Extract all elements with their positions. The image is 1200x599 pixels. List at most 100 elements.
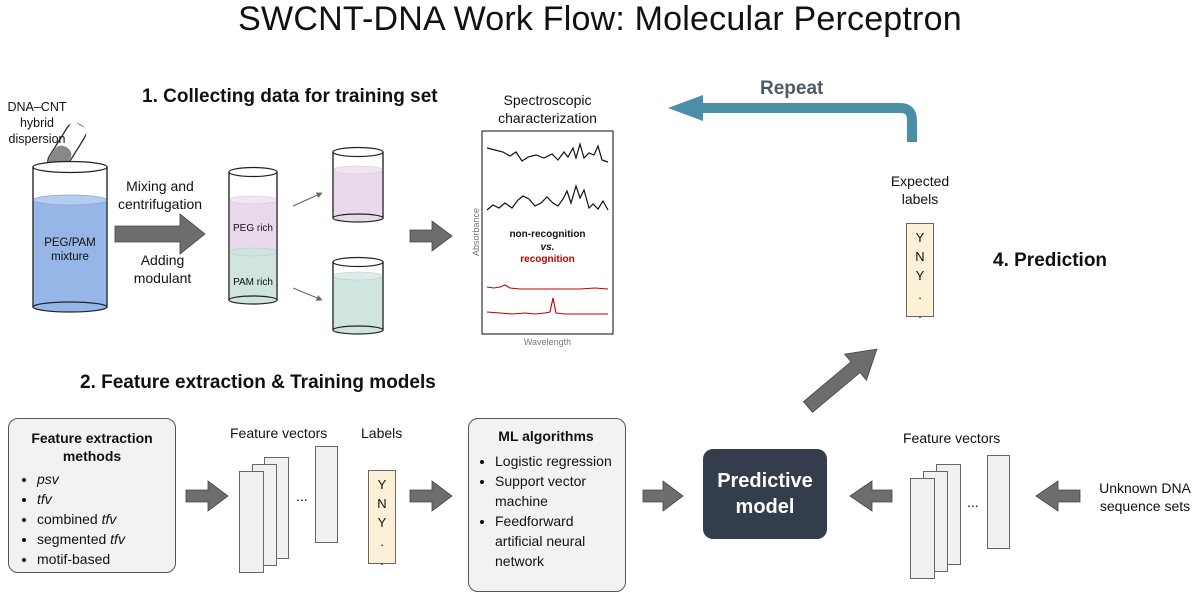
feature-extraction-box: Feature extraction methods psv tfv combi… (8, 418, 176, 573)
spectro-xlabel: Wavelength (523, 337, 572, 347)
label-char: . (918, 306, 922, 321)
spectrum-line-3 (486, 284, 609, 290)
unknown-line-1: Unknown DNA (1099, 480, 1191, 496)
unknown-line-2: sequence sets (1099, 498, 1191, 514)
label-char: Y (377, 515, 387, 530)
ml-item: Feedforward artificial neural network (495, 511, 619, 571)
feature-item-tfv: tfv (37, 489, 169, 509)
vs-label: vs. (540, 241, 555, 253)
feature-method-list: psv tfv combined tfv segmented tfv motif… (15, 469, 169, 569)
label-char: Y (915, 230, 925, 245)
ml-item: Logistic regression (495, 451, 619, 471)
feature-vector (315, 446, 338, 543)
predictive-model-box: Predictive model (703, 449, 827, 539)
training-labels-column: Y N Y . . (368, 470, 396, 568)
unknown-dna-label: Unknown DNA sequence sets (1092, 479, 1198, 515)
mixing-line-2: centrifugation (117, 196, 203, 212)
peg-beaker (332, 146, 384, 223)
ml-algorithms-box: ML algorithms Logistic regression Suppor… (468, 418, 626, 592)
arrow-mix-icon (114, 213, 206, 255)
unknown-vectors-title: Feature vectors (903, 430, 1001, 446)
arrow-prediction-icon (802, 348, 878, 413)
beaker-line-1: PEG/PAM (44, 237, 96, 249)
spectro-title-line-2: characterization (498, 110, 597, 126)
model-line-1: Predictive (717, 470, 813, 492)
step2-heading: 2. Feature extraction & Training models (80, 372, 436, 393)
feature-item-italic: tfv (101, 511, 117, 527)
hybrid-line-2: hybrid (19, 116, 55, 130)
separated-beaker (228, 166, 278, 305)
nonrec-label: non-recognition (509, 229, 586, 240)
adding-line-2: modulant (133, 270, 192, 286)
feature-title-line-1: Feature extraction (31, 430, 153, 446)
pam-rich-label: PAM rich (233, 277, 273, 288)
ml-algorithm-list: Logistic regression Support vector machi… (473, 451, 619, 571)
feature-vectors-title: Feature vectors (230, 425, 328, 441)
arrow-labels-icon (409, 480, 453, 512)
step4-heading: 4. Prediction (993, 250, 1108, 271)
spectrum-line-4 (486, 297, 608, 315)
spectro-title: Spectroscopic characterization (482, 91, 613, 127)
vector-ellipsis: ... (296, 488, 308, 504)
arrow-vectors-model-icon (849, 480, 893, 512)
mixing-label: Mixing and centrifugation (105, 177, 215, 213)
arrow-ml-model-icon (642, 480, 684, 512)
hybrid-line-1: DNA–CNT (7, 100, 67, 114)
step1-heading: 1. Collecting data for training set (142, 86, 438, 107)
feature-box-title: Feature extraction methods (15, 429, 169, 465)
label-char: Y (377, 477, 387, 492)
arrow-to-peg-icon (292, 192, 323, 207)
label-char: Y (915, 268, 925, 283)
spectrum-frame (481, 130, 614, 335)
feature-item-text: tfv (37, 491, 52, 507)
feature-item-segmented: segmented tfv (37, 529, 169, 549)
feature-vector (987, 455, 1010, 549)
label-char: . (380, 553, 384, 568)
mixing-line-1: Mixing and (126, 178, 194, 194)
ml-box-title: ML algorithms (498, 428, 594, 444)
hybrid-label: DNA–CNT hybrid dispersion (2, 99, 72, 147)
feature-vector (239, 471, 264, 573)
feature-item-combined: combined tfv (37, 509, 169, 529)
adding-line-1: Adding (140, 252, 185, 268)
feature-vector (910, 478, 935, 579)
ml-item: Support vector machine (495, 471, 619, 511)
peg-pam-beaker (32, 160, 108, 313)
label-char: . (380, 534, 384, 549)
peg-rich-label: PEG rich (232, 223, 273, 234)
label-char: . (918, 287, 922, 302)
spectro-legend: non-recognition vs. recognition (482, 229, 613, 267)
unknown-vector-ellipsis: ... (967, 494, 979, 510)
feature-item-motif: motif-based (37, 549, 169, 569)
hybrid-line-3: dispersion (8, 132, 66, 146)
expected-line-2: labels (901, 191, 939, 207)
arrow-spectro-icon (409, 220, 453, 252)
expected-labels-column: Y N Y . . (906, 223, 934, 321)
spectro-ylabel: Absorbance (471, 207, 481, 257)
label-char: N (915, 249, 925, 264)
model-line-2: model (735, 496, 795, 518)
feature-item-text: combined (37, 511, 102, 527)
arrow-features-icon (185, 480, 229, 512)
repeat-arrow-icon (700, 103, 917, 142)
rec-label: recognition (520, 254, 575, 265)
beaker-label: PEG/PAM mixture (33, 236, 107, 264)
feature-item-text: motif-based (37, 551, 111, 567)
page-title: SWCNT-DNA Work Flow: Molecular Perceptro… (238, 0, 962, 38)
labels-title: Labels (361, 425, 403, 441)
feature-item-text: segmented (37, 531, 111, 547)
arrow-to-pam-icon (292, 287, 323, 301)
adding-label: Adding modulant (115, 251, 210, 287)
arrow-unknown-icon (1035, 480, 1081, 512)
pam-beaker (332, 256, 384, 335)
expected-labels-title: Expected labels (872, 172, 968, 208)
feature-item-italic: tfv (110, 531, 125, 547)
repeat-label: Repeat (760, 78, 824, 99)
feature-title-line-2: methods (62, 448, 122, 464)
spectro-title-line-1: Spectroscopic (503, 92, 592, 108)
label-char: N (377, 496, 387, 511)
expected-line-1: Expected (890, 173, 950, 189)
beaker-line-2: mixture (51, 251, 89, 263)
feature-item-psv: psv (37, 469, 169, 489)
